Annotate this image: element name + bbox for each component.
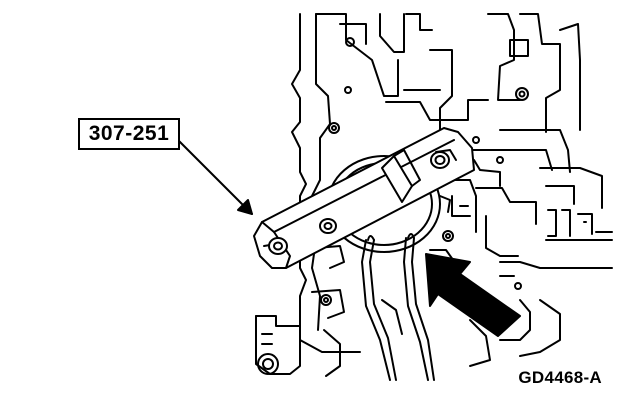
callout-leader	[177, 139, 253, 215]
seal-pick-prongs	[361, 233, 435, 381]
special-tool-bar	[253, 127, 475, 269]
engine-block-casting	[255, 13, 613, 377]
direction-arrow	[425, 253, 521, 337]
figure-code: GD4468-A	[518, 368, 602, 387]
tool-number-callout: 307-251	[78, 118, 180, 150]
